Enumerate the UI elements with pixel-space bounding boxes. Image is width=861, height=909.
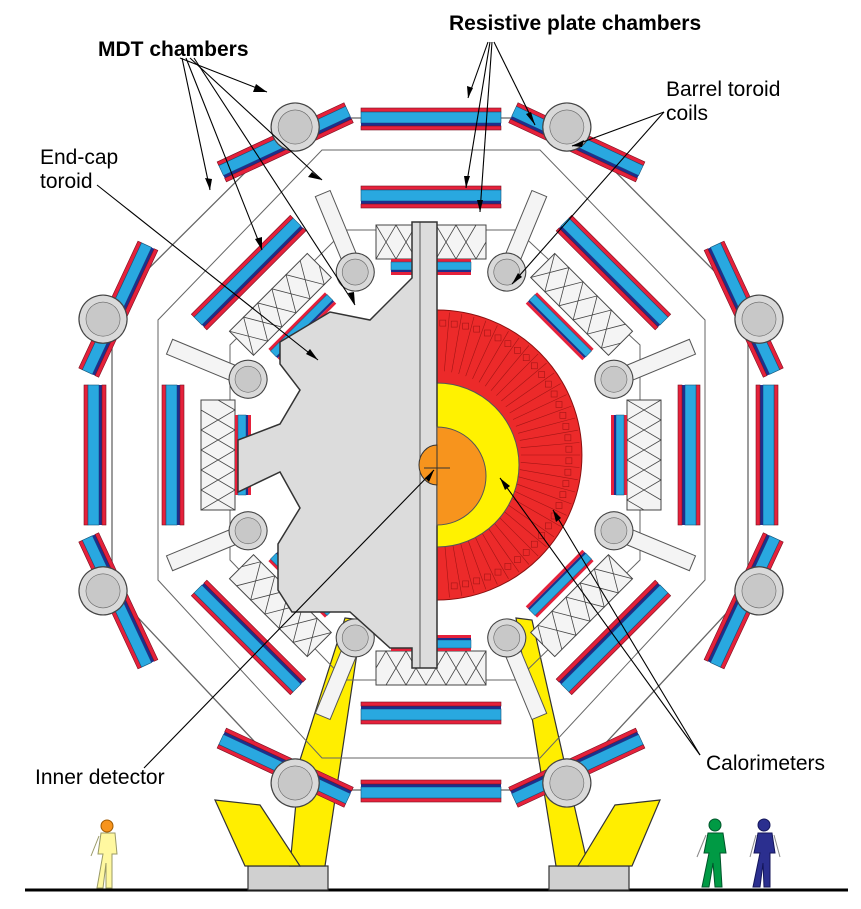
calorimeters-label: Calorimeters (706, 752, 826, 775)
inner-detector (418, 426, 487, 526)
leader-arrowheads (205, 84, 584, 522)
right-foot-base (548, 865, 630, 891)
inner-detector-label: Inner detector (35, 766, 165, 789)
end-cap-toroid (237, 221, 438, 669)
barrel-toroid-label-line2: coils (666, 102, 709, 125)
mdt-chambers-label: MDT chambers (98, 38, 249, 61)
human-figure-left (90, 819, 118, 889)
leader-lines (96, 41, 701, 769)
barrel-toroid-label-line1: Barrel toroid (666, 78, 781, 101)
end-cap-toroid-label-line2: toroid (40, 170, 93, 193)
human-figure-green (696, 818, 727, 888)
human-figure-blue (749, 818, 781, 888)
end-cap-toroid-label-line1: End-cap (40, 146, 119, 169)
resistive-plate-chambers-label: Resistive plate chambers (449, 12, 702, 35)
left-foot-base (247, 865, 329, 891)
